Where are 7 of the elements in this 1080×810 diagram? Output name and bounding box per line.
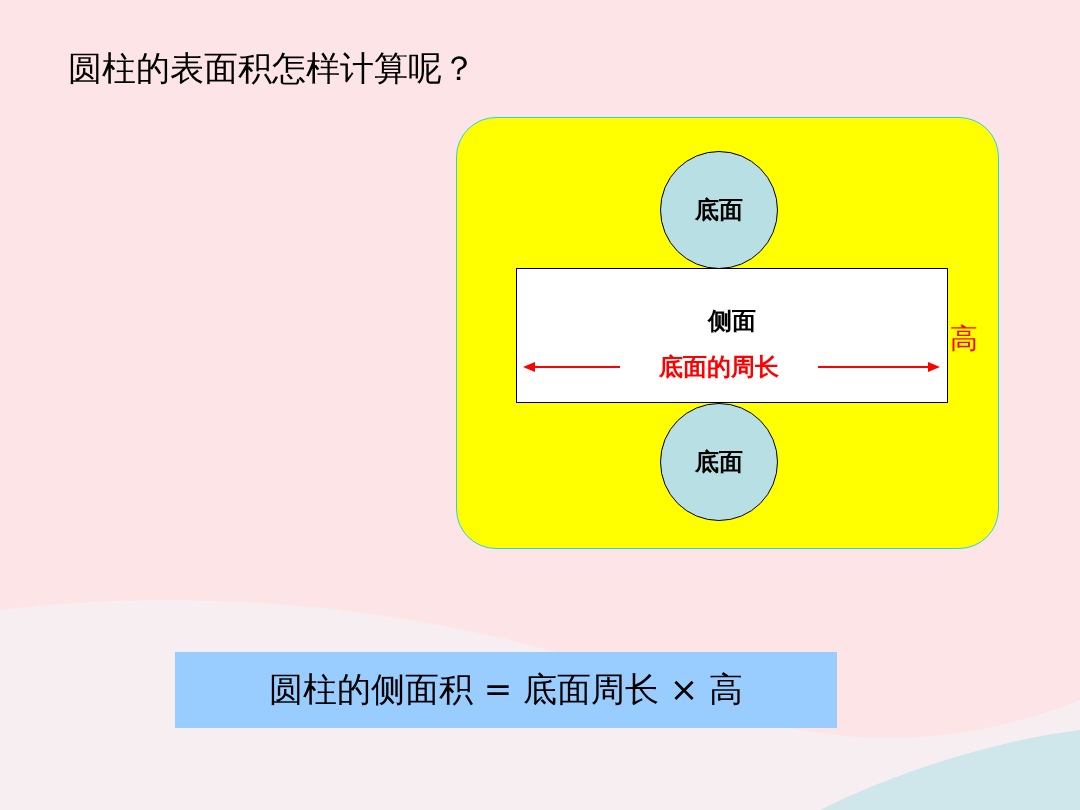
base-circle: 底面: [660, 151, 778, 269]
formula-box: 圆柱的侧面积 = 底面周长 × 高: [175, 652, 837, 728]
net-panel: [456, 117, 999, 549]
height-label: 高: [950, 322, 978, 356]
title: 圆柱的表面积怎样计算呢？: [68, 47, 476, 90]
dimension-label: 底面的周长: [659, 353, 779, 381]
base-circle: 底面: [660, 403, 778, 521]
